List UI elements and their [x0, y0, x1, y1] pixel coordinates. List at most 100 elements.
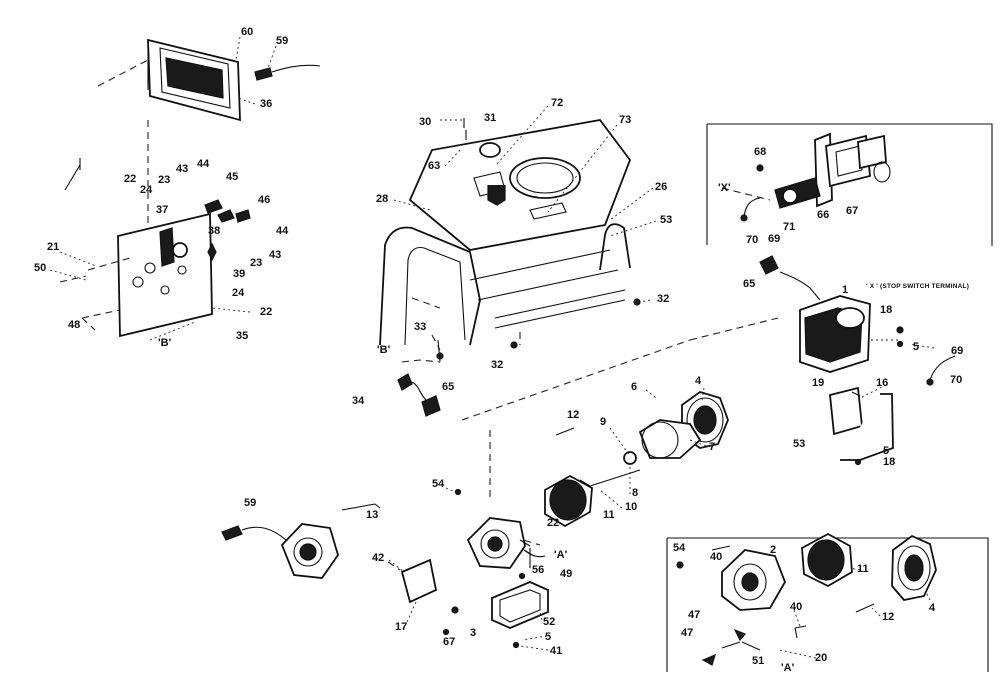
label-21: 21	[47, 241, 59, 253]
receptacle	[172, 242, 188, 258]
tank-opening	[509, 157, 581, 199]
clip-47	[733, 628, 746, 642]
label-23-b: 23	[250, 257, 262, 269]
control-panel	[59, 158, 251, 341]
washer-49	[518, 572, 526, 580]
grommet-33	[436, 352, 444, 360]
label-69-b: 69	[768, 233, 780, 245]
label-b-mid: 'B'	[377, 344, 391, 356]
wire-69	[929, 355, 956, 381]
washer-5b	[854, 458, 862, 466]
label-5-b: 5	[883, 445, 889, 457]
label-51: 51	[752, 655, 764, 667]
label-a-mid: 'A'	[554, 549, 568, 561]
label-32-a: 32	[657, 293, 669, 305]
label-28: 28	[376, 193, 388, 205]
label-11-a: 11	[603, 509, 615, 521]
label-4-b: 4	[929, 602, 936, 614]
engine-assembly	[759, 255, 956, 466]
label-26: 26	[655, 181, 667, 193]
label-73: 73	[619, 114, 631, 126]
label-11-b: 11	[857, 563, 869, 575]
rotor-bolt-10	[589, 469, 641, 487]
label-54-a: 54	[432, 478, 445, 490]
label-18-b: 18	[883, 456, 895, 468]
label-47-a: 47	[688, 609, 700, 621]
label-32-b: 32	[491, 359, 503, 371]
label-60: 60	[241, 26, 253, 38]
label-46: 46	[258, 194, 270, 206]
label-33: 33	[414, 321, 426, 333]
washer-57	[442, 628, 450, 636]
label-43-a: 43	[176, 163, 188, 175]
fuel-valve-34	[397, 359, 441, 417]
terminal-20	[701, 653, 716, 666]
label-22-a: 22	[124, 173, 136, 185]
pin-12b	[855, 603, 875, 613]
label-56: 56	[532, 564, 544, 576]
mount-bracket-52	[491, 548, 549, 649]
label-72: 72	[551, 97, 563, 109]
fuel-filter-65b	[759, 255, 779, 275]
strainer-72	[487, 185, 506, 206]
label-31: 31	[484, 112, 496, 124]
fan-8	[623, 451, 637, 465]
label-53-b: 53	[793, 438, 805, 450]
end-cover-59	[221, 523, 339, 579]
label-a-inset: 'A'	[781, 662, 795, 674]
label-65-b: 65	[743, 278, 755, 290]
label-34: 34	[352, 395, 365, 407]
fuel-filter-65	[421, 395, 441, 417]
label-40-b: 40	[790, 601, 802, 613]
label-73	[529, 202, 567, 220]
label-67-c: 67	[846, 205, 858, 217]
label-63: 63	[428, 160, 440, 172]
knob-46a	[217, 209, 235, 223]
breaker	[159, 227, 175, 267]
alternator-parts	[341, 391, 729, 528]
label-59-top: 59	[276, 35, 288, 47]
label-66: 66	[817, 209, 829, 221]
knob-45	[204, 199, 223, 214]
wire	[271, 64, 321, 73]
washer-5	[896, 340, 904, 348]
bolt-32b	[510, 341, 518, 349]
label-42: 42	[372, 552, 384, 564]
label-71: 71	[783, 221, 795, 233]
frame-rail-53	[840, 393, 894, 461]
wire-69b	[743, 197, 761, 217]
label-59-b: 59	[244, 497, 256, 509]
label-36: 36	[260, 98, 272, 110]
wire-51	[721, 641, 761, 651]
label-69-a: 69	[951, 345, 963, 357]
label-20: 20	[815, 652, 827, 664]
label-68: 68	[754, 146, 766, 158]
connector-59	[221, 525, 243, 541]
label-43-b: 43	[269, 249, 281, 261]
label-70-b: 70	[746, 234, 758, 246]
label-6: 6	[631, 381, 637, 393]
label-13: 13	[366, 509, 378, 521]
label-17: 17	[395, 621, 407, 633]
fuel-cap-31	[479, 142, 501, 158]
control-box-housing	[97, 38, 321, 230]
stop-switch-note: ' X ' (STOP SWITCH TERMINAL)	[866, 283, 969, 290]
stop-switch-inset	[721, 132, 891, 222]
label-9: 9	[600, 416, 606, 428]
label-24-b: 24	[232, 287, 245, 299]
label-16: 16	[876, 377, 888, 389]
inset-frame-stop-switch	[707, 123, 993, 246]
label-40-a: 40	[710, 551, 722, 563]
cover-plate-17	[387, 558, 459, 636]
label-67-b: 67	[443, 636, 455, 648]
label-65-a: 65	[442, 381, 454, 393]
label-19: 19	[812, 377, 824, 389]
label-3: 3	[470, 627, 476, 639]
label-53-top: 53	[660, 214, 672, 226]
label-52: 52	[543, 616, 555, 628]
label-50: 50	[34, 262, 46, 274]
nut-18	[896, 326, 904, 334]
label-5-a: 5	[913, 341, 919, 353]
